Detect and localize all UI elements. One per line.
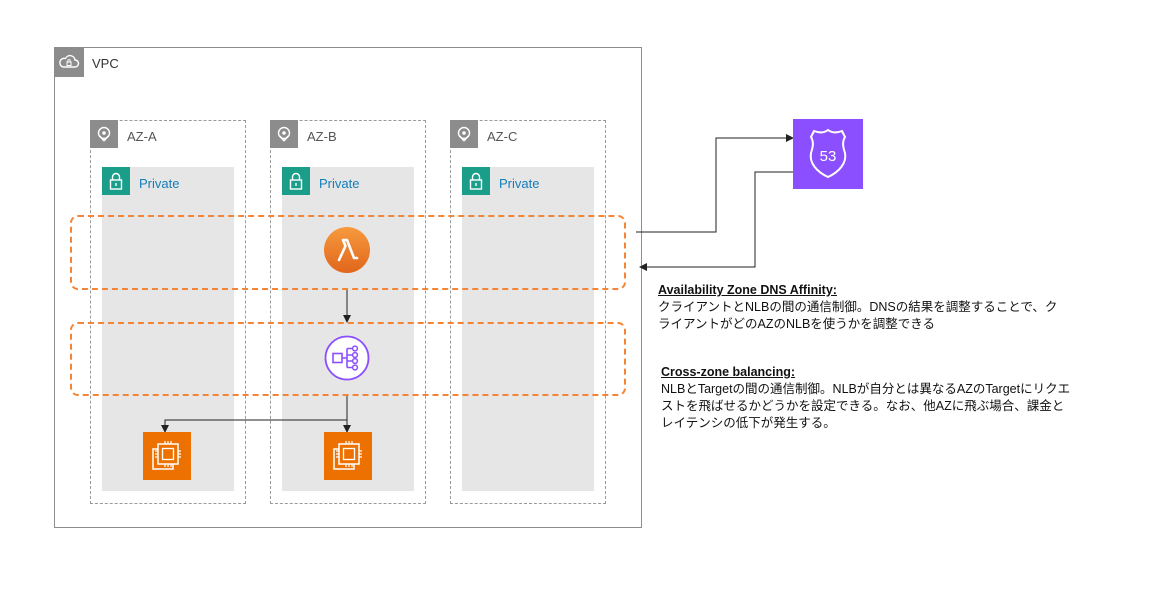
private-subnet-c <box>462 167 594 491</box>
subnet-c-lock-icon <box>462 167 490 195</box>
az-c-label: AZ-C <box>487 129 518 144</box>
dns-affinity-heading: Availability Zone DNS Affinity: <box>658 283 837 297</box>
ec2-icon-az-b <box>324 432 372 480</box>
subnet-b-lock-icon <box>282 167 310 195</box>
subnet-b-label: Private <box>319 176 360 191</box>
az-b-location-icon <box>270 120 298 148</box>
nlb-to-ec2-arrows <box>161 396 351 433</box>
subnet-a-lock-icon <box>102 167 130 195</box>
az-b-label: AZ-B <box>307 129 337 144</box>
az-a-location-icon <box>90 120 118 148</box>
route53-icon: 53 <box>793 119 863 189</box>
az-b-box <box>270 120 426 504</box>
route53-number: 53 <box>820 148 837 165</box>
lambda-icon <box>323 226 371 274</box>
subnet-c-label: Private <box>499 176 540 191</box>
az-c-box <box>450 120 606 504</box>
dns-response-arrow <box>639 171 793 271</box>
az-c-location-icon <box>450 120 478 148</box>
ec2-icon-az-a <box>143 432 191 480</box>
dns-affinity-line1: クライアントとNLBの間の通信制御。DNSの結果を調整することで、ク <box>658 300 1058 314</box>
az-a-label: AZ-A <box>127 129 157 144</box>
vpc-container <box>54 47 642 528</box>
cross-zone-boundary <box>70 322 626 396</box>
nlb-icon <box>323 334 371 382</box>
dns-query-arrow <box>636 134 794 233</box>
vpc-cloud-icon <box>54 47 84 77</box>
vpc-label: VPC <box>92 56 119 71</box>
cross-zone-line2: ストを飛ばせるかどうかを設定できる。なお、他AZに飛ぶ場合、課金と <box>661 399 1065 413</box>
cross-zone-heading: Cross-zone balancing: <box>661 365 796 379</box>
cross-zone-line1: NLBとTargetの間の通信制御。NLBが自分とは異なるAZのTargetにリ… <box>661 382 1071 396</box>
subnet-a-label: Private <box>139 176 180 191</box>
dns-affinity-line2: ライアントがどのAZのNLBを使うかを調整できる <box>658 317 936 331</box>
cross-zone-line3: レイテンシの低下が発生する。 <box>661 416 836 430</box>
az-a-box <box>90 120 246 504</box>
dns-affinity-boundary <box>70 215 626 290</box>
